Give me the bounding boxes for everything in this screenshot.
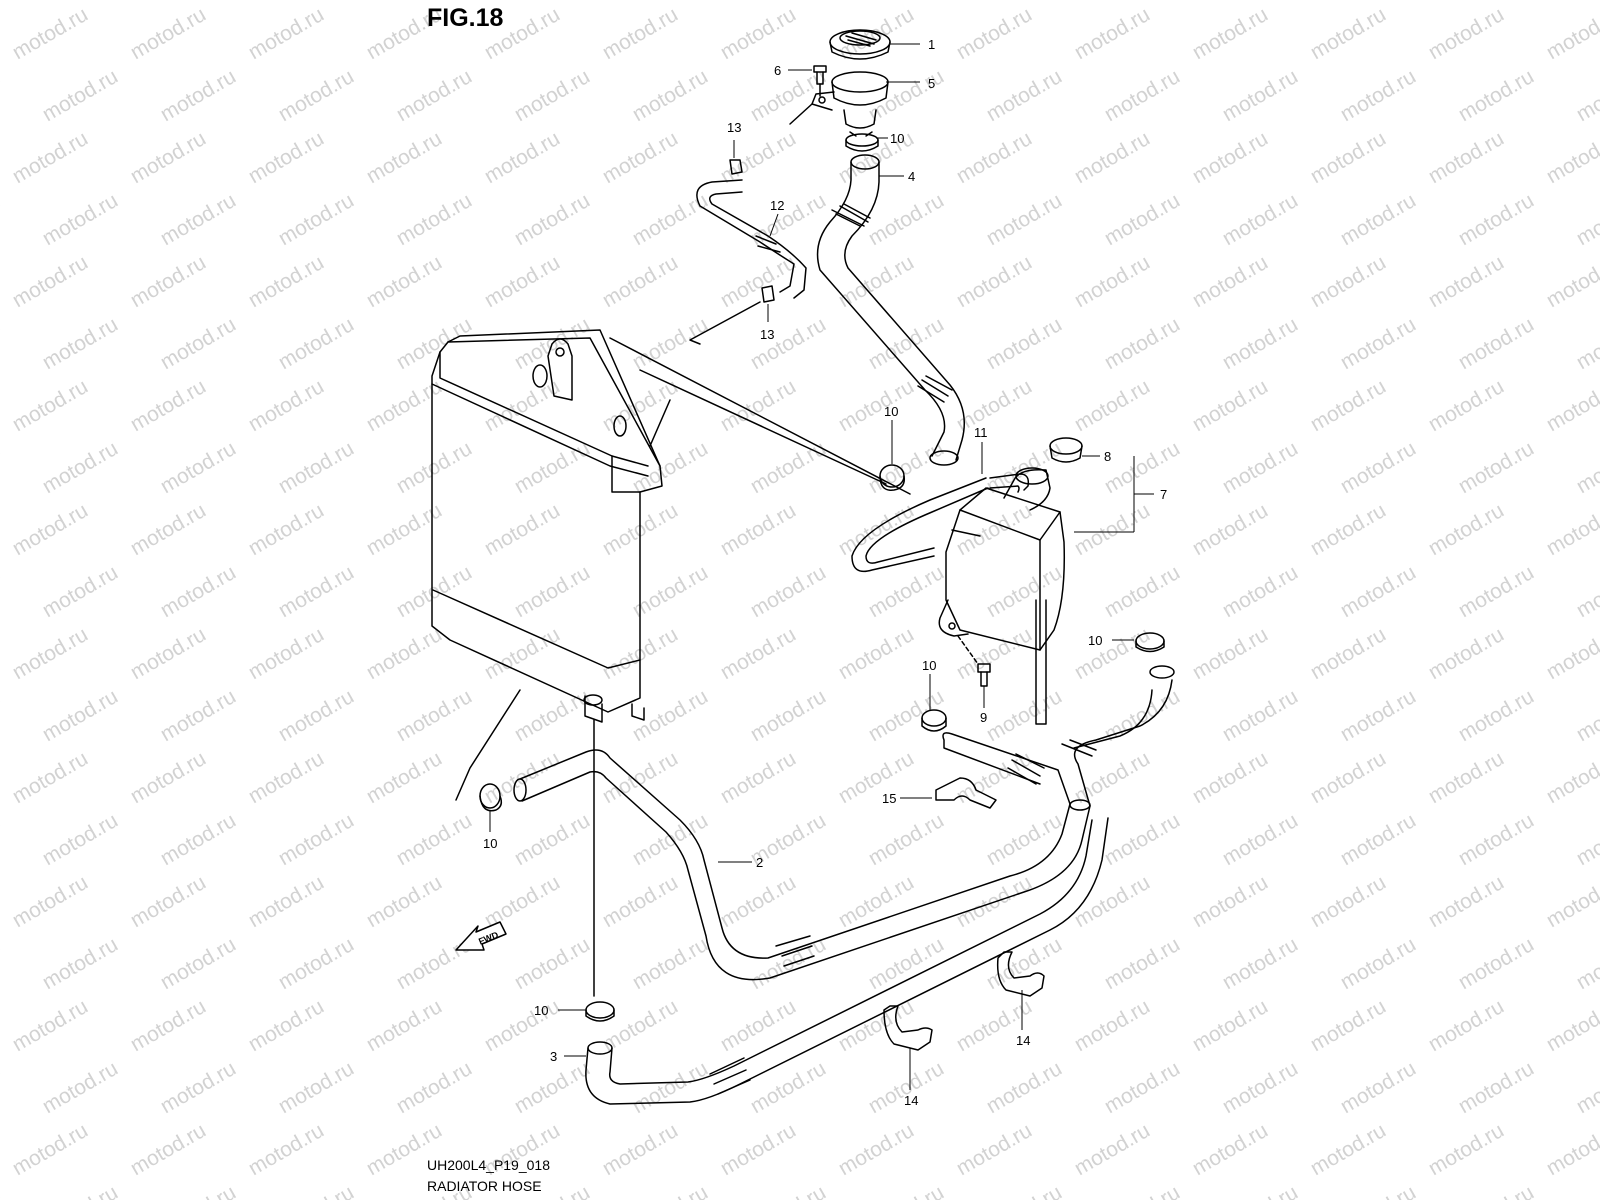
upper-hose — [816, 154, 965, 466]
callout-c10-mid: 10 — [884, 404, 898, 419]
callout-c10-right: 10 — [1088, 633, 1102, 648]
callout-c12: 12 — [770, 198, 784, 213]
callout-c9: 9 — [980, 710, 987, 725]
callout-c4: 4 — [908, 169, 915, 184]
callout-c8: 8 — [1104, 449, 1111, 464]
radiator — [431, 329, 671, 801]
figure-caption: RADIATOR HOSE — [427, 1178, 542, 1194]
reservoir-cap — [1049, 437, 1083, 463]
callout-c10-left: 10 — [922, 658, 936, 673]
hose-clamp-bracket — [883, 1005, 933, 1051]
callout-c11: 11 — [974, 425, 988, 440]
callout-c10-bottom: 10 — [534, 1003, 548, 1018]
radiator-cap — [829, 29, 891, 60]
bolt — [813, 65, 827, 97]
hose-clamp — [479, 783, 503, 812]
hose-clamp — [845, 131, 879, 152]
hose-clamp-bracket — [935, 777, 997, 809]
callout-c7: 7 — [1160, 487, 1167, 502]
callout-c10-lower-left: 10 — [483, 836, 497, 851]
callout-c6: 6 — [774, 63, 781, 78]
inlet-hose — [513, 665, 1175, 981]
filler-neck — [789, 71, 889, 129]
hose-clamp-bracket — [996, 951, 1045, 997]
callout-c14-right: 14 — [1016, 1033, 1030, 1048]
figure-code: UH200L4_P19_018 — [427, 1157, 550, 1173]
callout-c13-mid: 13 — [760, 327, 774, 342]
callout-c5: 5 — [928, 76, 935, 91]
hose-clamp — [879, 464, 906, 491]
callout-c14-left: 14 — [904, 1093, 918, 1108]
hose-clamp — [921, 709, 947, 732]
hose-clip — [729, 159, 775, 303]
callout-c2: 2 — [756, 855, 763, 870]
forward-arrow-icon — [455, 921, 507, 951]
callout-c3: 3 — [550, 1049, 557, 1064]
overflow-hose — [696, 179, 807, 299]
callout-c15: 15 — [882, 791, 896, 806]
figure-title: FIG.18 — [427, 4, 504, 32]
callout-c1: 1 — [928, 37, 935, 52]
reservoir-hose — [851, 473, 1030, 573]
reservoir-tank — [938, 467, 1066, 725]
callout-c13-top: 13 — [727, 120, 741, 135]
hose-clamp — [1135, 632, 1165, 653]
hose-clamp — [585, 1001, 615, 1022]
callout-c10-top: 10 — [890, 131, 904, 146]
outlet-hose — [585, 817, 1109, 1105]
bolt — [957, 635, 991, 687]
